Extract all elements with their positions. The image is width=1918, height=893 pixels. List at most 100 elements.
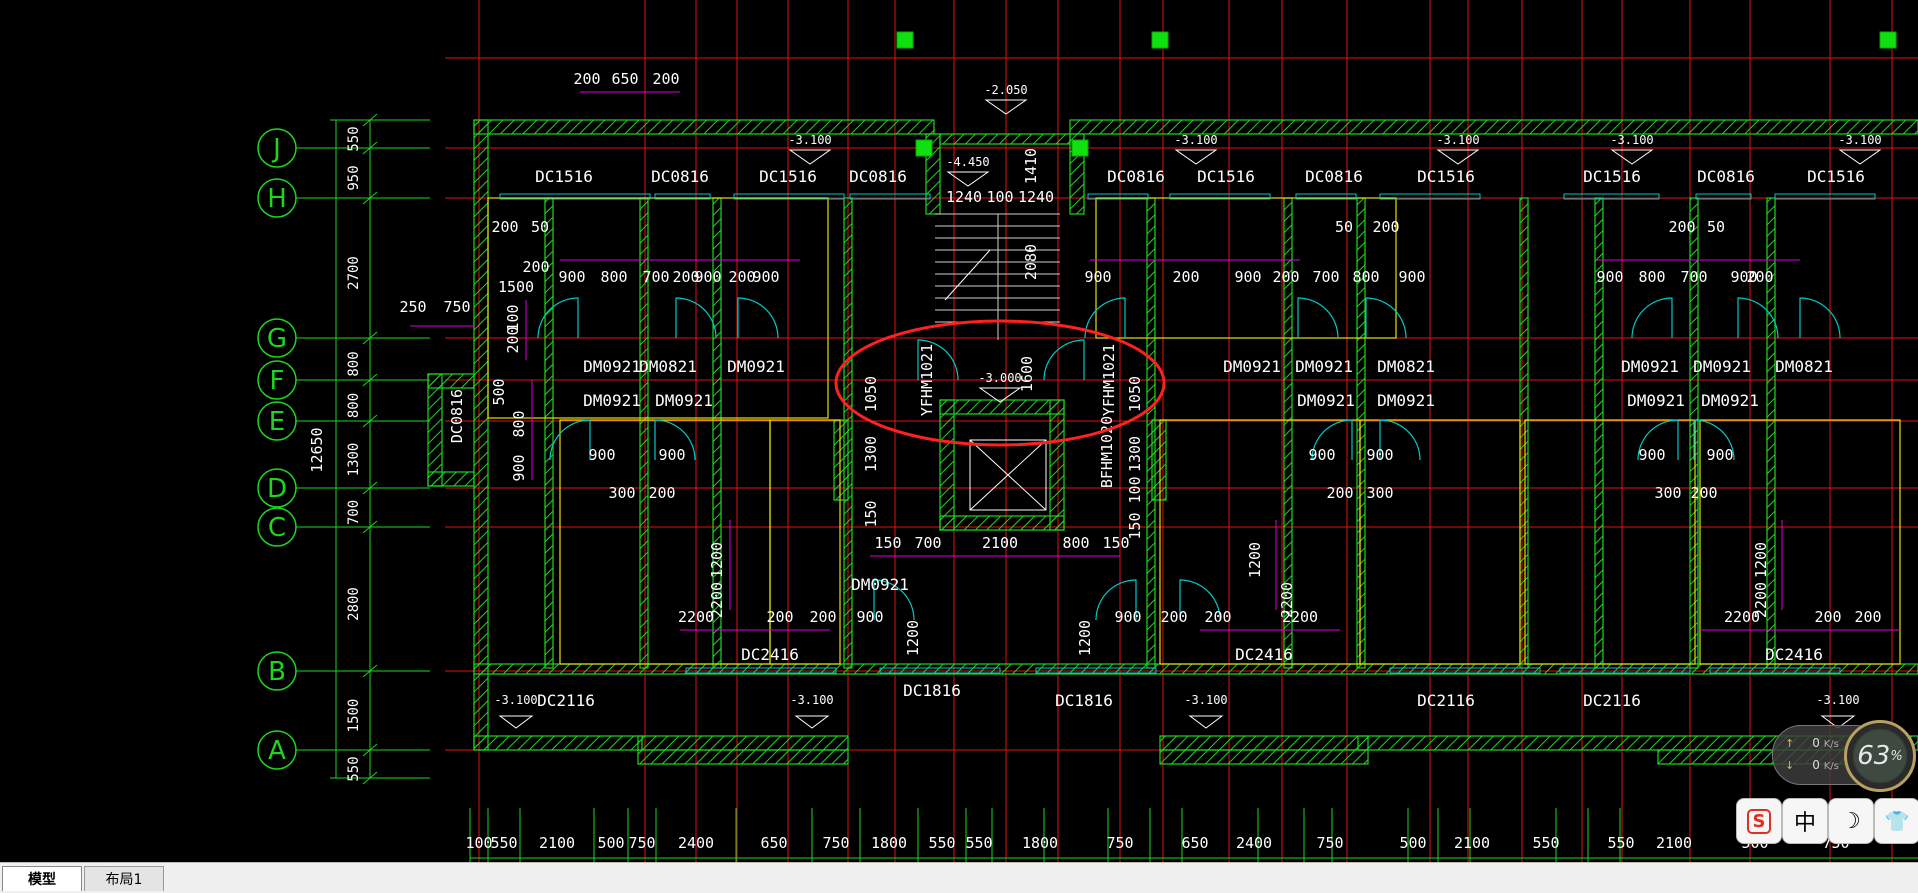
window-label: DC2116 xyxy=(1417,691,1475,710)
door-swing xyxy=(737,297,779,339)
tab-layout1[interactable]: 布局1 xyxy=(84,866,164,891)
window-label: DC0816 xyxy=(849,167,907,186)
bottom-dim-label: 650 xyxy=(1181,834,1208,852)
window-label: DC1516 xyxy=(535,167,593,186)
vertical-dim-label: 1600 xyxy=(1018,356,1036,392)
window-opening xyxy=(654,193,711,200)
floor-plan-drawing[interactable]: JHGFEDCBA5509502700800800130070028001500… xyxy=(0,0,1918,862)
elevation-label: -3.100 xyxy=(494,693,537,707)
room-dim-label: 650 xyxy=(611,70,638,88)
room-dim-label: 900 xyxy=(856,608,883,626)
moon-icon[interactable]: ☽ xyxy=(1828,798,1874,844)
battery-gauge[interactable]: 63% xyxy=(1844,720,1916,792)
vertical-dim-label: 1300 xyxy=(862,436,880,472)
axis-label-A: A xyxy=(268,736,286,766)
left-dim-label: 1300 xyxy=(346,443,362,477)
wall-segment xyxy=(1069,119,1918,135)
bottom-dim-label: 750 xyxy=(1316,834,1343,852)
vertical-dim-label: 1200 xyxy=(904,620,922,656)
elevation-label: -3.100 xyxy=(1436,133,1479,147)
room-dim-label: 300 xyxy=(608,484,635,502)
room-dim-label: 200 xyxy=(672,268,699,286)
axis-label-G: G xyxy=(267,324,287,354)
window-label: DC0816 xyxy=(1697,167,1755,186)
dim-tick xyxy=(362,191,378,205)
vertical-dim-label: 2200 xyxy=(1752,582,1770,618)
tab-model[interactable]: 模型 xyxy=(2,866,82,891)
door-label: DM0821 xyxy=(1775,357,1833,376)
door-swing xyxy=(1631,297,1673,339)
window-opening xyxy=(1563,193,1660,200)
elevation-label: -3.100 xyxy=(788,133,831,147)
axis-label-B: B xyxy=(268,657,286,687)
room-dim-label: 50 xyxy=(1707,218,1725,236)
door-label: DM0821 xyxy=(1377,357,1435,376)
door-label: DM0921 xyxy=(1223,357,1281,376)
elevation-marker xyxy=(794,715,830,729)
shirt-icon[interactable]: 👕 xyxy=(1874,798,1918,844)
upload-arrow-icon: ↑ xyxy=(1785,737,1795,750)
door-label: DM0921 xyxy=(1693,357,1751,376)
column-marker xyxy=(915,139,933,157)
elevation-label: -4.450 xyxy=(946,155,989,169)
room-dim-label: 200 xyxy=(1668,218,1695,236)
dim-tick xyxy=(362,113,378,127)
door-swing xyxy=(1297,297,1339,339)
door-swing xyxy=(1693,419,1735,461)
room-dim-label: 900 xyxy=(658,446,685,464)
door-swing xyxy=(537,297,579,339)
axis-label-J: J xyxy=(271,134,281,164)
dim-tick xyxy=(362,141,378,155)
window-opening xyxy=(1379,193,1481,200)
vertical-dim-label: 1050 xyxy=(1126,376,1144,412)
sogou-icon[interactable]: S xyxy=(1736,798,1782,844)
vertical-dim-label: 1300 xyxy=(1126,436,1144,472)
bottom-dim-label: 2400 xyxy=(678,834,714,852)
vertical-dim-label: 200 xyxy=(504,326,522,353)
bottom-dim-label: 550 xyxy=(490,834,517,852)
vertical-dim-label: 150 xyxy=(862,500,880,527)
room-dim-label: 900 xyxy=(1084,268,1111,286)
left-dim-label: 1500 xyxy=(346,699,362,733)
room-dim-label: 200 xyxy=(1272,268,1299,286)
room-dim-label: 200 xyxy=(1160,608,1187,626)
room-dim-label: 250 xyxy=(399,298,426,316)
room-dim-label: 2200 xyxy=(678,608,714,626)
elevator-shaft xyxy=(969,439,1047,511)
door-label: DM0921 xyxy=(1297,391,1355,410)
bottom-dim-label: 500 xyxy=(1399,834,1426,852)
chinese-input-icon[interactable]: 中 xyxy=(1782,798,1828,844)
window-opening xyxy=(1709,667,1841,674)
vertical-dim-label: 2080 xyxy=(1022,244,1040,280)
elevation-marker xyxy=(946,171,990,187)
bottom-dim-label: 550 xyxy=(1532,834,1559,852)
fire-door-label: YFHM1021 xyxy=(1100,344,1118,416)
room-dim-label: 1240 xyxy=(1018,188,1054,206)
room-dim-label: 800 xyxy=(600,268,627,286)
room-dim-label: 200 xyxy=(728,268,755,286)
door-swing xyxy=(1311,419,1353,461)
bottom-dim-label: 100 xyxy=(465,834,492,852)
room-dim-label: 900 xyxy=(1234,268,1261,286)
room-dim-label: 900 xyxy=(1398,268,1425,286)
elevation-label: -3.100 xyxy=(1610,133,1653,147)
dim-tick xyxy=(362,481,378,495)
room-dim-label: 1500 xyxy=(498,278,534,296)
door-swing xyxy=(654,419,696,461)
window-opening xyxy=(1295,193,1357,200)
window-label: DC1816 xyxy=(903,681,961,700)
stair-arrow xyxy=(944,249,991,301)
door-label: DM0921 xyxy=(1377,391,1435,410)
door-label: DM0921 xyxy=(583,391,641,410)
column-marker xyxy=(1879,31,1897,49)
room-dim-label: 200 xyxy=(809,608,836,626)
elevation-label: -3.100 xyxy=(790,693,833,707)
upload-speed: 0 xyxy=(1812,736,1820,750)
room-dim-label: 200 xyxy=(1172,268,1199,286)
annotation-ellipse xyxy=(834,319,1166,447)
door-label: DM0921 xyxy=(1295,357,1353,376)
window-label: DC2116 xyxy=(1583,691,1641,710)
room-dim-label: 2200 xyxy=(1282,608,1318,626)
elevation-marker xyxy=(498,715,534,729)
